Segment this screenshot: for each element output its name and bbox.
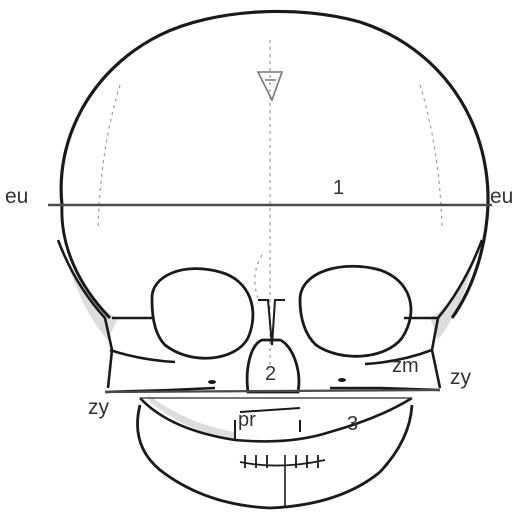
label-zm: zm <box>392 355 419 377</box>
label-eu-right: eu <box>490 185 513 208</box>
infraorbital-foramina <box>208 378 346 384</box>
right-zygomatic-frame <box>330 318 440 390</box>
label-measure-1: 1 <box>333 177 344 199</box>
left-orbit <box>152 269 253 359</box>
label-eu-left: eu <box>5 185 28 208</box>
label-measure-2: 2 <box>265 363 276 385</box>
right-orbit <box>300 266 411 356</box>
label-zy-left: zy <box>88 396 110 419</box>
label-measure-3: 3 <box>347 413 358 435</box>
label-pr: pr <box>238 409 256 431</box>
label-zy-right: zy <box>450 366 472 389</box>
left-zygomatic-frame <box>105 318 215 392</box>
tooth-crypts <box>240 455 325 468</box>
nasal-bones <box>258 300 285 345</box>
cranial-vault-outline <box>61 11 488 318</box>
